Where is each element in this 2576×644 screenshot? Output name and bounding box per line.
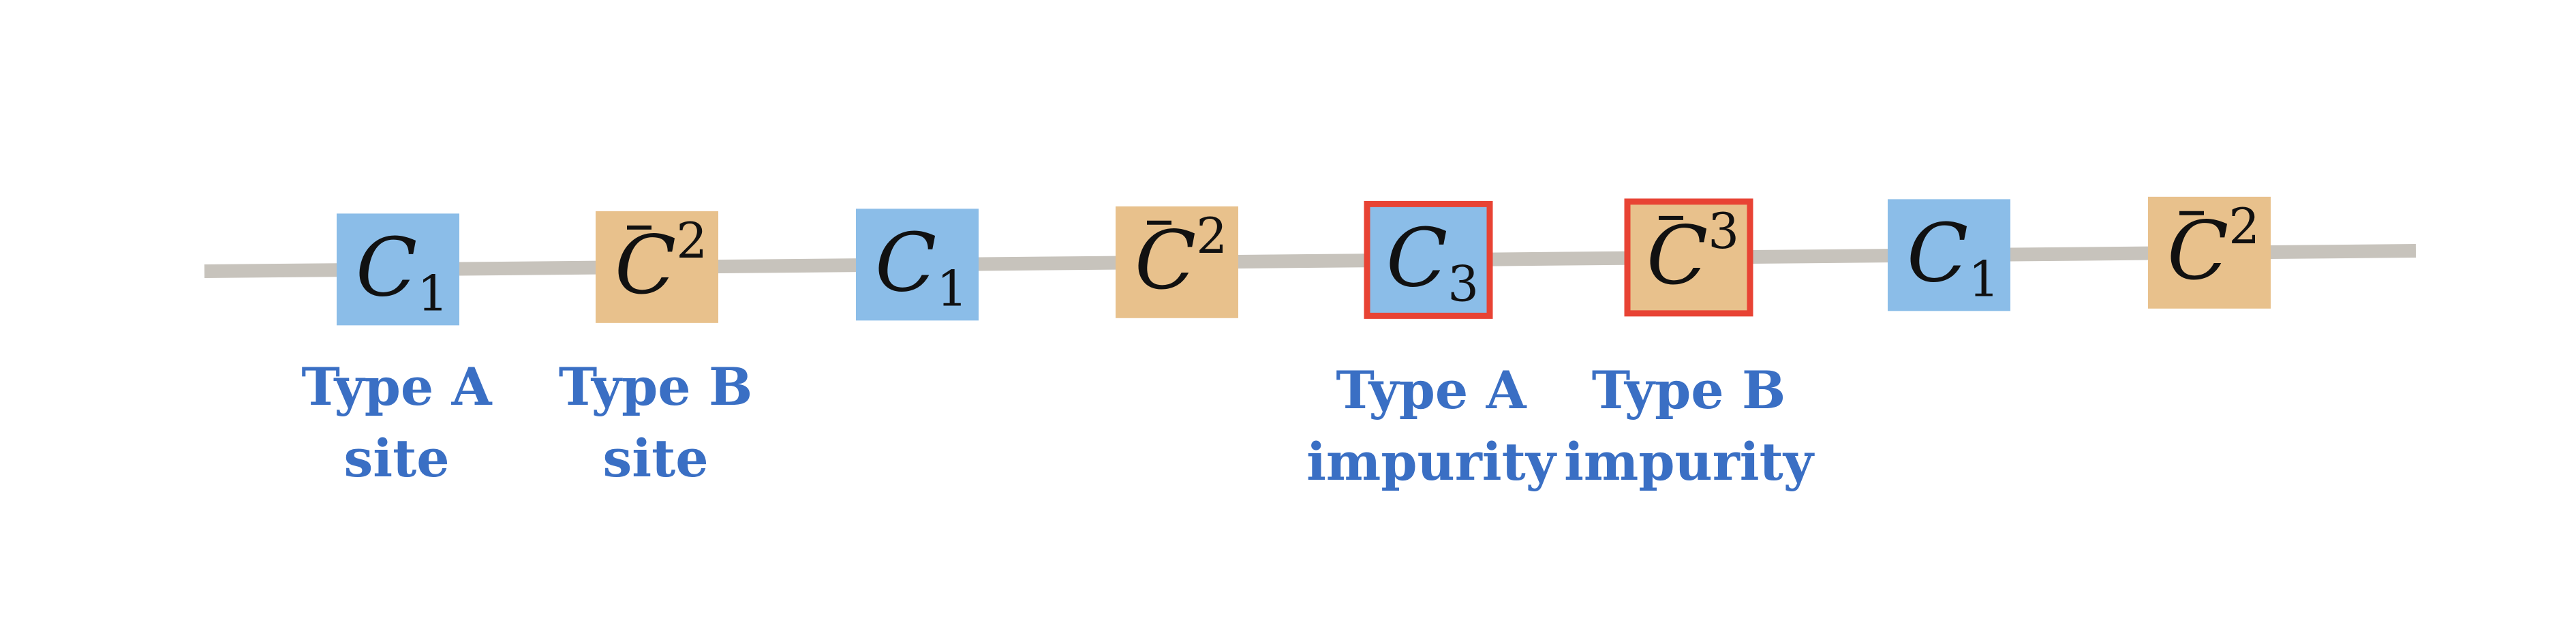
impurity-type-b-6: C3 [1624, 198, 1753, 317]
site-symbol-letter: C [615, 218, 676, 312]
site-type-a-7: C1 [1888, 199, 2010, 311]
label-type-b-site-line2: site [602, 428, 709, 489]
site-symbol-superscript: 2 [676, 212, 707, 269]
site-type-b-2: C2 [596, 211, 718, 323]
label-type-b-impurity: Type B impurity [1552, 354, 1825, 497]
site-symbol-letter: C [2167, 204, 2228, 298]
label-type-b-impurity-line1: Type B [1591, 360, 1786, 420]
site-type-a-3: C1 [856, 209, 979, 321]
label-type-a-site-line2: site [343, 428, 450, 489]
site-symbol: C2 [1135, 207, 1227, 307]
site-box [596, 211, 718, 323]
site-symbol-letter: C [1907, 206, 1968, 300]
site-type-b-4: C2 [1116, 206, 1238, 318]
site-symbol-subscript: 3 [1447, 255, 1479, 312]
label-type-b-site-line1: Type B [558, 356, 753, 417]
site-symbol-subscript: 1 [1968, 250, 1999, 307]
site-symbol-letter: C [356, 220, 417, 314]
site-symbol: C3 [1386, 211, 1479, 312]
site-box [1888, 199, 2010, 311]
site-symbol-subscript: 1 [936, 260, 968, 317]
site-box [1364, 200, 1493, 319]
chain-line [204, 244, 2417, 278]
label-type-b-site: Type B site [519, 351, 792, 494]
site-symbol: C2 [2167, 198, 2260, 298]
site-symbol: C2 [615, 212, 707, 312]
site-symbol-superscript: 2 [1196, 207, 1227, 264]
label-type-a-impurity-line1: Type A [1336, 360, 1527, 420]
site-box [1624, 198, 1753, 317]
label-type-a-impurity-line2: impurity [1306, 431, 1556, 492]
site-box [856, 209, 979, 321]
site-symbol: C1 [1907, 206, 1999, 307]
label-type-b-impurity-line2: impurity [1564, 431, 1813, 492]
label-type-a-site-line1: Type A [301, 356, 492, 417]
site-box [1116, 206, 1238, 318]
label-type-a-impurity: Type A impurity [1295, 354, 1567, 497]
site-symbol: C1 [356, 220, 448, 322]
site-type-a-1: C1 [337, 213, 459, 326]
site-symbol-superscript: 3 [1708, 202, 1739, 260]
label-type-a-site: Type A site [260, 351, 533, 494]
site-symbol-letter: C [1386, 211, 1447, 305]
site-symbol-letter: C [1135, 213, 1196, 307]
site-symbol-superscript: 2 [2228, 198, 2260, 255]
site-symbol: C3 [1646, 202, 1739, 303]
site-symbol-letter: C [875, 215, 936, 309]
site-type-b-8: C2 [2148, 196, 2271, 309]
site-symbol: C1 [875, 215, 968, 317]
site-symbol-subscript: 1 [417, 264, 448, 322]
site-box [2148, 196, 2271, 309]
site-box [337, 213, 459, 326]
impurity-type-a-5: C3 [1364, 200, 1493, 319]
site-symbol-letter: C [1646, 209, 1708, 303]
